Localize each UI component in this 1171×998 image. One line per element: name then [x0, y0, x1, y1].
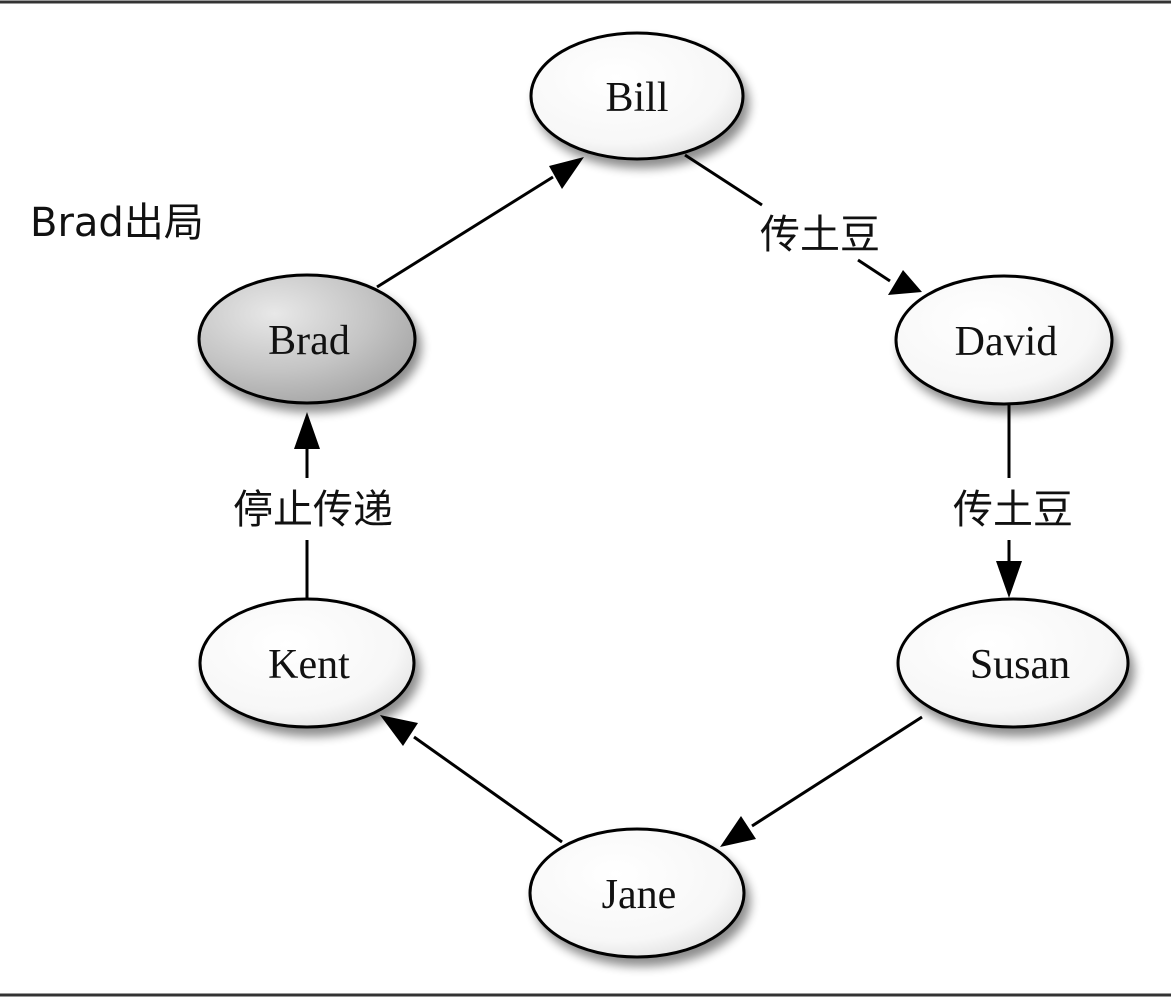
edge-jane-kent-arrowhead: [380, 715, 418, 746]
edge-bill-david-arrowhead: [888, 270, 922, 295]
node-david: David: [894, 274, 1114, 406]
node-jane-label: Jane: [602, 872, 677, 918]
edge-brad-bill-line: [376, 175, 554, 289]
node-kent: Kent: [198, 597, 416, 729]
edge-bill-david-line-b: [857, 258, 891, 283]
edge-label-kent-brad: 停止传递: [233, 487, 393, 533]
node-david-label: David: [955, 319, 1058, 365]
edge-susan-jane-line: [751, 715, 923, 828]
node-bill: Bill: [529, 31, 745, 161]
node-brad-shape: [197, 273, 417, 405]
edge-bill-david-line-a: [684, 153, 763, 207]
node-brad-label: Brad: [268, 318, 350, 364]
edge-label-david-susan: 传土豆: [953, 487, 1073, 533]
node-kent-label: Kent: [268, 642, 350, 688]
node-jane-shape: [528, 827, 746, 959]
edge-susan-jane-arrowhead: [720, 816, 756, 847]
edge-kent-brad-arrowhead: [294, 412, 320, 449]
node-brad-highlighted: Brad: [197, 273, 417, 405]
node-susan-shape: [896, 597, 1130, 729]
edge-label-bill-david: 传土豆: [760, 212, 880, 258]
caption-brad-out: Brad出局: [30, 200, 204, 246]
edge-david-susan-arrowhead: [996, 561, 1022, 598]
node-susan: Susan: [896, 597, 1130, 729]
node-bill-label: Bill: [605, 75, 668, 121]
edges: [294, 153, 1022, 847]
node-jane: Jane: [528, 827, 746, 959]
node-kent-shape: [198, 597, 416, 729]
node-david-shape: [894, 274, 1114, 406]
node-susan-label: Susan: [970, 642, 1070, 688]
edge-brad-bill-arrowhead: [549, 157, 584, 189]
node-bill-shape: [529, 31, 745, 161]
edge-jane-kent-line: [413, 735, 563, 844]
